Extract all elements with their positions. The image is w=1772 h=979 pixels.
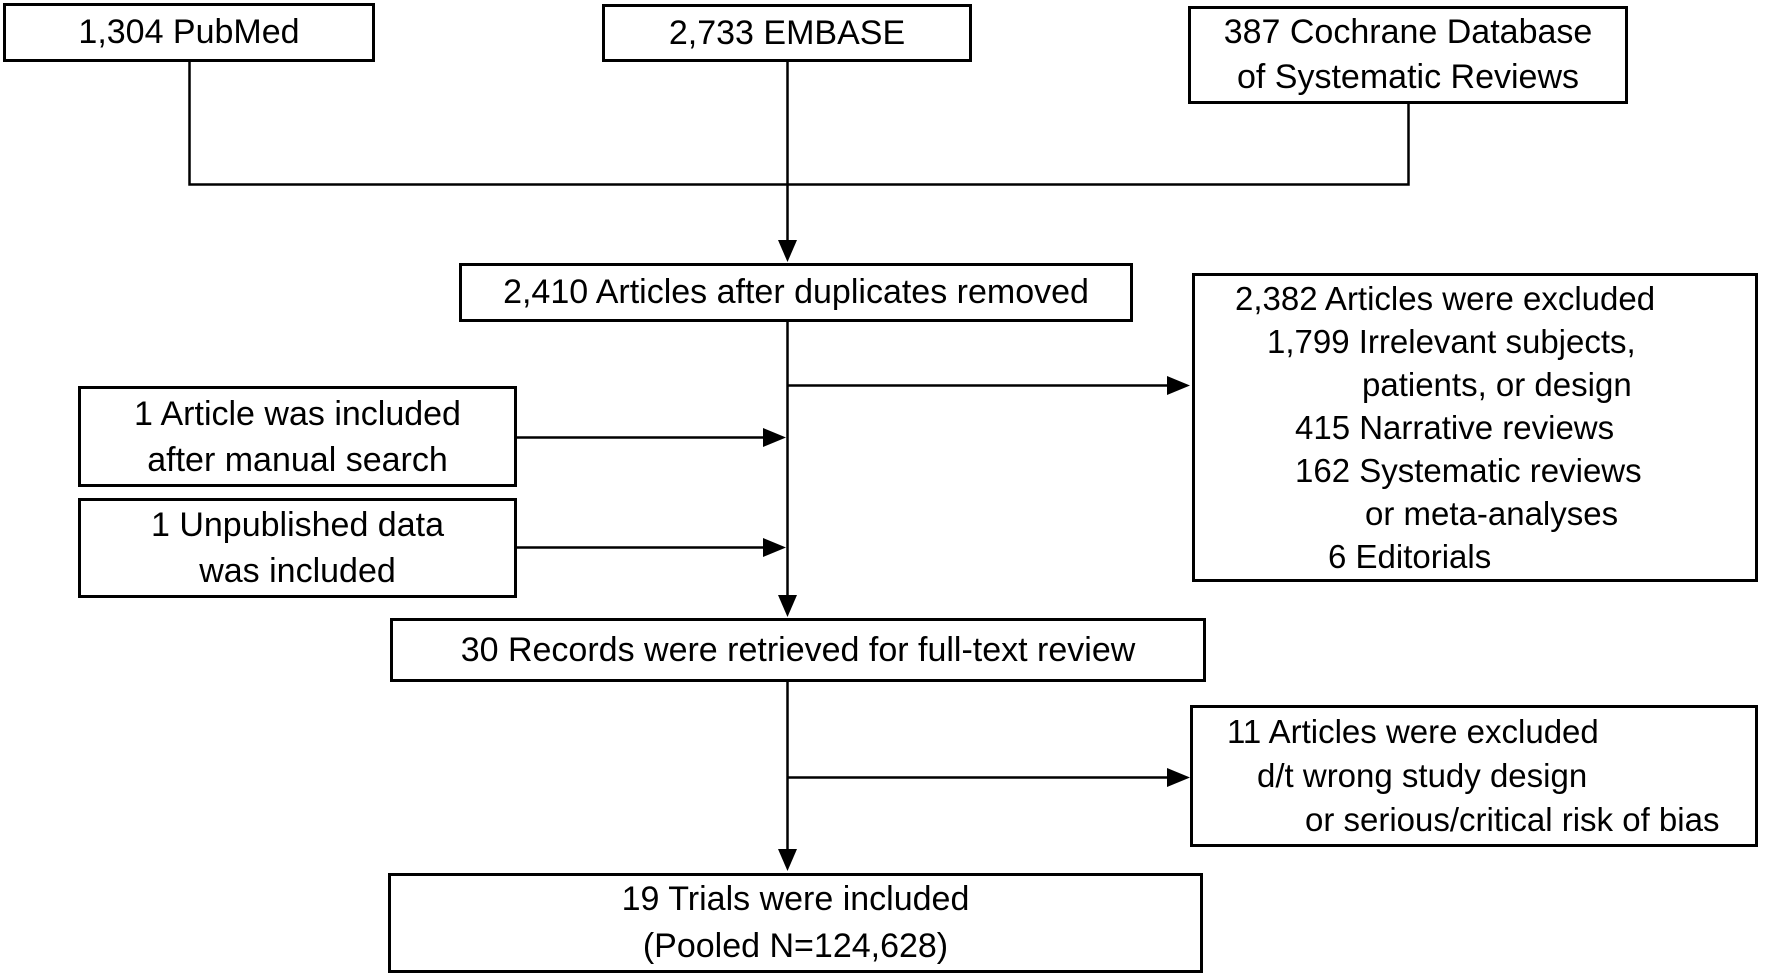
- arrowhead-included: [778, 849, 797, 871]
- box-trials-included: 19 Trials were included (Pooled N=124,62…: [388, 873, 1203, 973]
- box-fulltext-review: 30 Records were retrieved for full-text …: [390, 618, 1206, 682]
- box-pubmed: 1,304 PubMed: [3, 3, 375, 62]
- excluded-screening-reason3-cont: or meta-analyses: [1365, 495, 1619, 532]
- cochrane-label-line1: 387 Cochrane Database: [1223, 13, 1593, 51]
- box-excluded-screening: 2,382 Articles were excluded 1,799 Irrel…: [1192, 273, 1758, 582]
- manual-search-label-line1: 1 Article was included: [134, 394, 461, 433]
- trials-included-label-line1: 19 Trials were included: [621, 880, 970, 918]
- arrowhead-excluded-screening: [1167, 376, 1190, 395]
- unpublished-label-line2: was included: [199, 552, 396, 590]
- excluded-screening-reason3: 162 Systematic reviews: [1295, 452, 1642, 489]
- unpublished-label-line1: 1 Unpublished data: [150, 506, 444, 544]
- excluded-fulltext-total: 11 Articles were excluded: [1227, 713, 1599, 750]
- fulltext-review-label: 30 Records were retrieved for full-text …: [460, 630, 1136, 669]
- trials-included-label-line2: (Pooled N=124,628): [642, 927, 949, 965]
- arrowhead-dedup: [778, 240, 797, 262]
- excluded-fulltext-reason2: or serious/critical risk of bias: [1305, 801, 1720, 838]
- box-embase: 2,733 EMBASE: [602, 4, 972, 62]
- duplicates-removed-label: 2,410 Articles after duplicates removed: [503, 273, 1089, 311]
- arrowhead-unpublished: [763, 538, 786, 557]
- pubmed-label: 1,304 PubMed: [78, 13, 300, 51]
- line-sources-connector: [188, 62, 1410, 186]
- arrowhead-fulltext: [778, 595, 797, 617]
- cochrane-label-line2: of Systematic Reviews: [1237, 58, 1579, 96]
- box-manual-search: 1 Article was included after manual sear…: [78, 386, 517, 487]
- excluded-screening-reason2: 415 Narrative reviews: [1295, 409, 1615, 446]
- excluded-fulltext-reason1: d/t wrong study design: [1257, 757, 1588, 794]
- box-cochrane: 387 Cochrane Database of Systematic Revi…: [1188, 6, 1628, 104]
- excluded-screening-reason1-cont: patients, or design: [1362, 366, 1632, 403]
- excluded-screening-reason4: 6 Editorials: [1328, 538, 1492, 575]
- box-unpublished-data: 1 Unpublished data was included: [78, 498, 517, 598]
- excluded-screening-reason1: 1,799 Irrelevant subjects,: [1267, 323, 1636, 360]
- box-excluded-fulltext: 11 Articles were excluded d/t wrong stud…: [1190, 705, 1758, 847]
- box-duplicates-removed: 2,410 Articles after duplicates removed: [459, 263, 1133, 322]
- arrowhead-excluded-fulltext: [1167, 768, 1190, 787]
- excluded-screening-total: 2,382 Articles were excluded: [1235, 280, 1656, 317]
- embase-label: 2,733 EMBASE: [668, 13, 906, 52]
- manual-search-label-line2: after manual search: [147, 440, 448, 479]
- arrowhead-manual: [763, 428, 786, 447]
